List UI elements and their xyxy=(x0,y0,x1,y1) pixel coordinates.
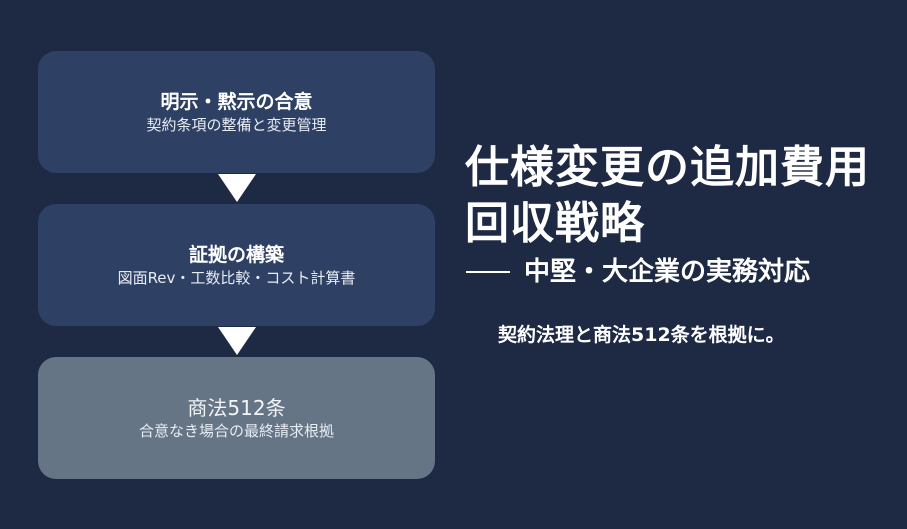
page-subtitle: 中堅・大企業の実務対応 xyxy=(466,254,810,290)
title-line-2: 回収戦略 xyxy=(465,198,645,249)
step-title: 商法512条 xyxy=(187,395,286,420)
dash-divider xyxy=(466,271,510,273)
subtitle-text: 中堅・大企業の実務対応 xyxy=(524,257,811,287)
flow-step-explicit-implied-agreement: 明示・黙示の合意 契約条項の整備と変更管理 xyxy=(38,51,435,173)
step-subtitle: 契約条項の整備と変更管理 xyxy=(146,115,327,134)
page-title: 仕様変更の追加費用 回収戦略 xyxy=(465,140,870,252)
title-line-1: 仕様変更の追加費用 xyxy=(465,142,870,193)
step-title: 証拠の構築 xyxy=(188,243,284,266)
step-title: 明示・黙示の合意 xyxy=(160,90,313,113)
flow-step-evidence-building: 証拠の構築 図面Rev・工数比較・コスト計算書 xyxy=(38,204,435,326)
step-subtitle: 図面Rev・工数比較・コスト計算書 xyxy=(117,268,356,287)
down-arrow-icon xyxy=(218,174,256,202)
tagline: 契約法理と商法512条を根拠に。 xyxy=(498,324,785,346)
down-arrow-icon xyxy=(218,327,256,355)
step-subtitle: 合意なき場合の最終請求根拠 xyxy=(138,421,334,440)
flow-step-commercial-code-512: 商法512条 合意なき場合の最終請求根拠 xyxy=(38,357,435,479)
